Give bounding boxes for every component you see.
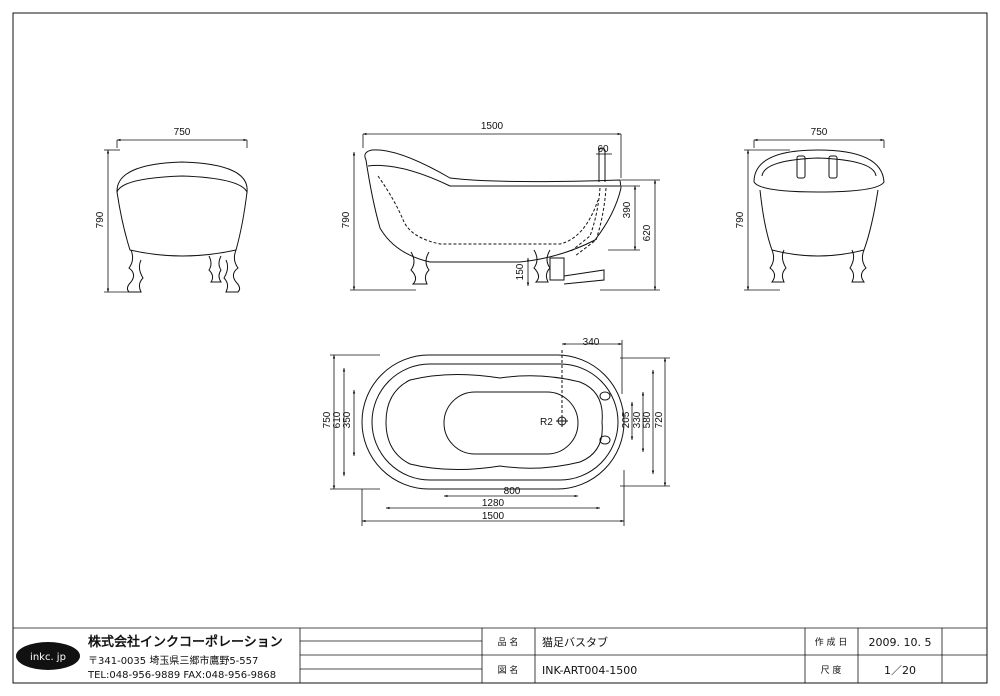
faucet-label: 60 — [597, 144, 609, 155]
plan-view — [361, 350, 625, 490]
side-view — [364, 147, 622, 285]
drawing-number: INK-ART004-1500 — [542, 664, 637, 677]
plan-right-dim-4: 720 — [654, 411, 665, 428]
side-view-dims — [350, 132, 660, 291]
back-width-label: 750 — [811, 127, 828, 138]
plan-right-dim-3: 580 — [642, 411, 653, 428]
plan-bottom-dim-2: 1280 — [482, 498, 505, 509]
front-view-dims — [104, 138, 248, 293]
sheet-border — [12, 12, 988, 684]
company-name: 株式会社インクコーポレーション — [88, 634, 283, 650]
plan-right-dim-2: 330 — [632, 411, 643, 428]
scale-label: 尺 度 — [821, 664, 842, 676]
plan-left-dim-2: 610 — [332, 411, 343, 428]
back-height-label: 790 — [735, 211, 746, 228]
plan-left-dim-3: 350 — [342, 411, 353, 428]
rim-height-label: 620 — [642, 224, 653, 241]
plan-offset-label: 340 — [583, 337, 600, 348]
created-label: 作 成 日 — [815, 636, 848, 648]
back-view — [753, 149, 885, 283]
plan-view-dims — [330, 340, 670, 526]
back-view-dims — [744, 138, 885, 291]
foot-label: 150 — [515, 263, 526, 280]
side-height-label: 790 — [341, 211, 352, 228]
front-view — [116, 161, 248, 293]
company-logo — [16, 642, 80, 670]
created-date: 2009. 10. 5 — [869, 636, 932, 649]
logo-text: inkc. jp — [30, 652, 66, 663]
drawing-label: 図 名 — [498, 664, 519, 676]
drain-height-label: 390 — [622, 201, 633, 218]
plan-right-dim-1: 205 — [621, 411, 632, 428]
product-name: 猫足バスタブ — [542, 635, 608, 649]
plan-drain-label: R2 — [540, 417, 553, 428]
front-height-label: 790 — [95, 211, 106, 228]
company-contact: TEL:048-956-9889 FAX:048-956-9868 — [87, 670, 276, 681]
front-width-label: 750 — [174, 127, 191, 138]
side-length-label: 1500 — [481, 121, 504, 132]
plan-bottom-dim-1: 800 — [504, 486, 521, 497]
company-address: 〒341-0035 埼玉県三郷市鷹野5-557 — [88, 654, 258, 667]
plan-left-dim-1: 750 — [322, 411, 333, 428]
title-block — [13, 627, 987, 683]
plan-bottom-dim-3: 1500 — [482, 511, 505, 522]
scale-value: 1／20 — [884, 664, 916, 677]
product-label: 品 名 — [498, 636, 519, 648]
